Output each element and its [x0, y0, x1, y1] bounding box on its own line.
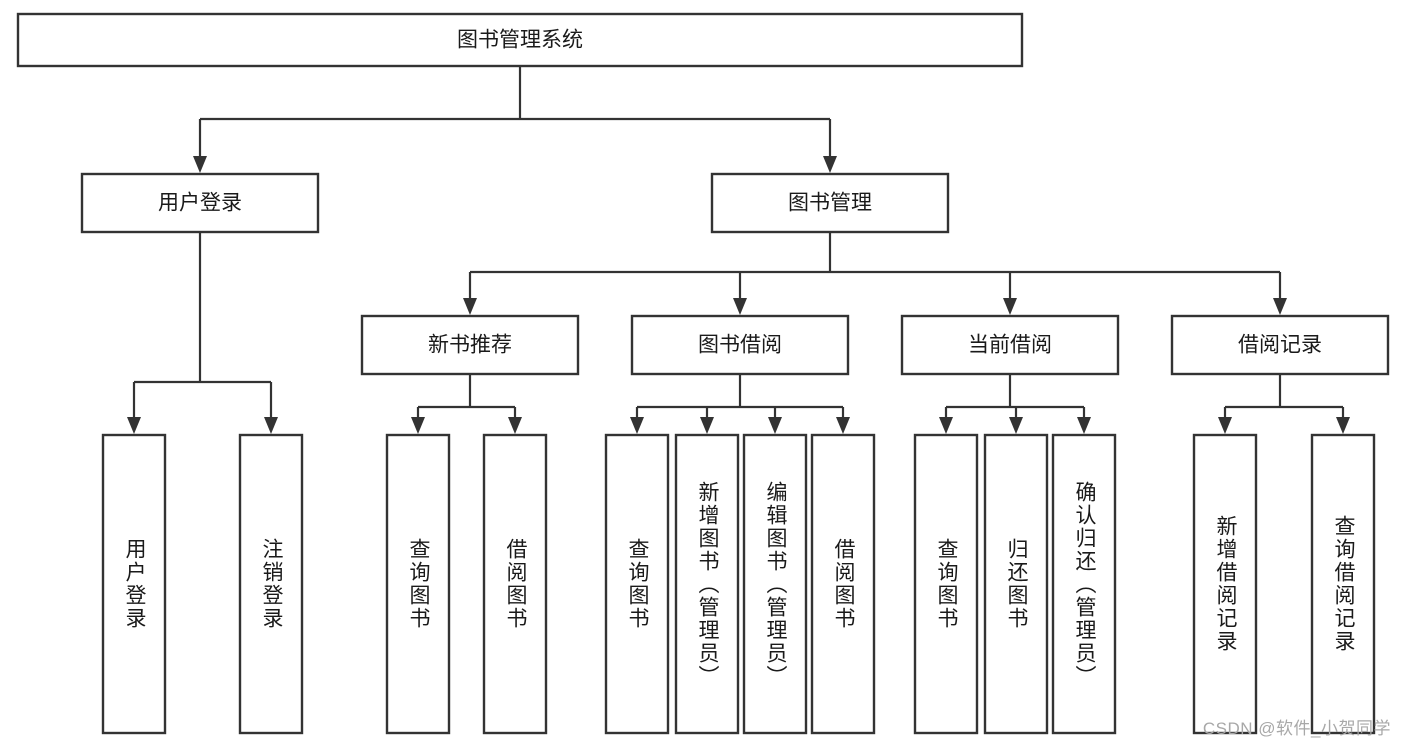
node-label-book-management: 图书管理	[788, 192, 872, 215]
node-leaf-leaf-query-book-recommend[interactable]	[385, 433, 451, 735]
node-leaf-leaf-borrow-book-recommend[interactable]	[482, 433, 548, 735]
node-level2-book-borrow[interactable]	[630, 314, 850, 376]
node-level2-borrow-records[interactable]	[1170, 314, 1390, 376]
node-leaf-leaf-query-book-borrow[interactable]	[604, 433, 670, 735]
node-leaf-leaf-add-book[interactable]	[674, 433, 740, 735]
arrow-icon-leaf-borrow-book-recommend	[508, 417, 522, 434]
node-label-current-borrow: 当前借阅	[968, 334, 1052, 357]
node-leaf-leaf-logout[interactable]	[238, 433, 304, 735]
node-label-user-login: 用户登录	[158, 192, 242, 215]
node-leaf-leaf-confirm-return[interactable]	[1051, 433, 1117, 735]
arrow-icon-leaf-return-book	[1009, 417, 1023, 434]
connectors-layer	[127, 66, 1350, 434]
node-label-root: 图书管理系统	[457, 29, 583, 52]
arrow-icon-leaf-logout	[264, 417, 278, 434]
arrow-icon-leaf-add-book	[700, 417, 714, 434]
node-label-new-book-recommend: 新书推荐	[428, 334, 512, 357]
arrow-icon-leaf-query-book-borrow	[630, 417, 644, 434]
arrow-icon-user-login	[193, 156, 207, 173]
arrow-icon-leaf-confirm-return	[1077, 417, 1091, 434]
arrow-icon-leaf-user-login	[127, 417, 141, 434]
watermark-text: CSDN @软件_小贺同学	[1202, 719, 1391, 738]
arrow-icon-leaf-add-borrow-record	[1218, 417, 1232, 434]
node-label-borrow-records: 借阅记录	[1238, 334, 1322, 357]
node-leaf-leaf-query-borrow-record[interactable]	[1310, 433, 1376, 735]
node-label-book-borrow: 图书借阅	[698, 334, 782, 357]
arrow-icon-borrow-records	[1273, 298, 1287, 315]
arrow-icon-leaf-borrow-book	[836, 417, 850, 434]
node-level2-current-borrow[interactable]	[900, 314, 1120, 376]
node-leaf-leaf-borrow-book[interactable]	[810, 433, 876, 735]
arrow-icon-current-borrow	[1003, 298, 1017, 315]
node-leaf-leaf-edit-book[interactable]	[742, 433, 808, 735]
node-level1-user-login[interactable]	[80, 172, 320, 234]
arrow-icon-book-management	[823, 156, 837, 173]
arrow-icon-book-borrow	[733, 298, 747, 315]
arrow-icon-new-book-recommend	[463, 298, 477, 315]
arrow-icon-leaf-edit-book	[768, 417, 782, 434]
node-root[interactable]	[16, 12, 1024, 68]
arrow-icon-leaf-query-borrow-record	[1336, 417, 1350, 434]
node-leaf-leaf-add-borrow-record[interactable]	[1192, 433, 1258, 735]
arrow-icon-leaf-query-book-current	[939, 417, 953, 434]
node-leaf-leaf-user-login[interactable]	[101, 433, 167, 735]
node-leaf-leaf-query-book-current[interactable]	[913, 433, 979, 735]
node-leaf-leaf-return-book[interactable]	[983, 433, 1049, 735]
node-level2-new-book-recommend[interactable]	[360, 314, 580, 376]
node-level1-book-management[interactable]	[710, 172, 950, 234]
boxes-layer	[16, 12, 1390, 735]
arrow-icon-leaf-query-book-recommend	[411, 417, 425, 434]
